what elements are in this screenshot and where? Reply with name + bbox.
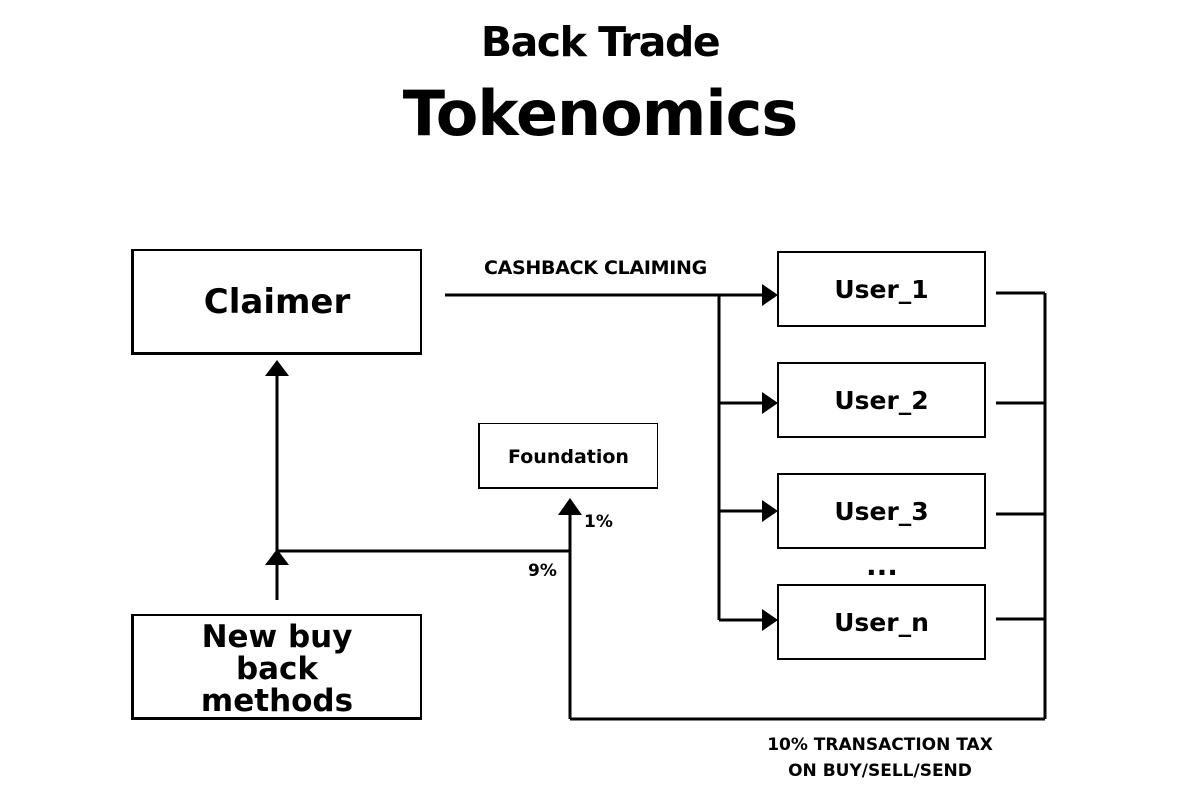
user-box-1: User_1 (777, 251, 986, 327)
claimer-box: Claimer (131, 249, 422, 355)
cashback-claiming-label: CASHBACK CLAIMING (484, 257, 707, 279)
arrowhead-claimer (265, 360, 289, 376)
new-buy-back-label: New buy back methods (200, 618, 354, 719)
foundation-box: Foundation (478, 423, 658, 489)
foundation-label: Foundation (508, 445, 629, 468)
arrowhead-user2 (762, 392, 778, 414)
claimer-label: Claimer (203, 281, 351, 322)
arrowhead-user3 (762, 500, 778, 522)
user-box-2: User_2 (777, 362, 986, 438)
arrowhead-foundation (558, 498, 582, 515)
new-buy-back-box: New buy back methods (131, 614, 422, 720)
user-label-2: User_2 (834, 385, 929, 415)
user-label-3: User_3 (834, 496, 929, 526)
transaction-tax-label: 10% TRANSACTION TAX ON BUY/SELL/SEND (730, 732, 1030, 784)
user-box-3: User_3 (777, 473, 986, 549)
arrowhead-usern (762, 609, 778, 631)
brand-logo: Back Trade (480, 18, 721, 66)
users-ellipsis: ... (866, 549, 898, 582)
foundation-share-label: 1% (584, 512, 613, 532)
arrowhead-user1 (762, 284, 778, 306)
claimer-share-label: 9% (528, 561, 557, 581)
arrowhead-junction (265, 549, 289, 565)
transaction-tax-line-1: 10% TRANSACTION TAX (767, 735, 993, 755)
user-label-1: User_1 (834, 274, 929, 304)
user-label-n: User_n (834, 607, 929, 637)
transaction-tax-line-2: ON BUY/SELL/SEND (788, 761, 972, 781)
user-box-n: User_n (777, 584, 986, 660)
page-title: Tokenomics (402, 77, 799, 150)
